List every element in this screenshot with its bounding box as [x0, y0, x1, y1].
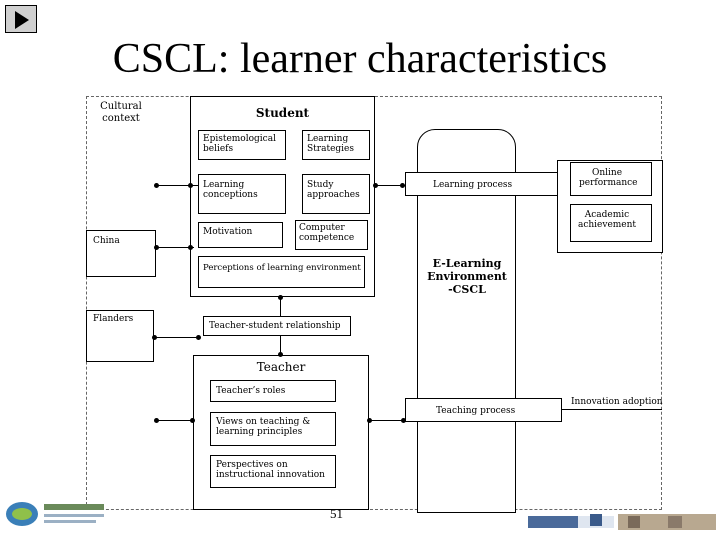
- teacher-roles-box: Teacher’s roles: [210, 380, 336, 402]
- epistemological-label: Epistemological beliefs: [203, 134, 276, 154]
- connector-dot: [196, 335, 201, 340]
- play-button[interactable]: [5, 5, 37, 33]
- computer-competence-box: Computer competence: [295, 220, 368, 250]
- perspectives-label: Perspectives on instructional innovation: [216, 460, 325, 480]
- learning-conceptions-label: Learning conceptions: [203, 180, 258, 200]
- learning-process-label: Learning process: [433, 180, 513, 190]
- connector-line: [156, 420, 194, 421]
- motivation-label: Motivation: [203, 227, 253, 237]
- academic-achievement-box: Academic achievement: [570, 204, 652, 242]
- perceptions-box: Perceptions of learning environment: [198, 256, 365, 288]
- elearning-title: E-Learning Environment -CSCL: [427, 257, 507, 296]
- teaching-process-label: Teaching process: [436, 406, 516, 416]
- perspectives-box: Perspectives on instructional innovation: [210, 455, 336, 488]
- connector-line: [154, 337, 198, 338]
- connector-dot: [188, 245, 193, 250]
- academic-achievement-label: Academic achievement: [577, 210, 637, 230]
- connector-dot: [367, 418, 372, 423]
- connector-line: [156, 247, 194, 248]
- ghent-university-logo-icon: [528, 512, 718, 536]
- motivation-box: Motivation: [198, 222, 283, 248]
- page-number: 51: [330, 506, 343, 521]
- connector-line: [280, 297, 281, 316]
- china-label: China: [93, 236, 120, 246]
- connector-dot: [278, 295, 283, 300]
- teacher-title: Teacher: [256, 360, 306, 374]
- teaching-process-box: Teaching process: [405, 398, 562, 422]
- views-label: Views on teaching & learning principles: [216, 417, 311, 437]
- national-center-logo-icon: [4, 496, 108, 530]
- teacher-roles-label: Teacher’s roles: [216, 386, 286, 396]
- learning-strategies-box: Learning Strategies: [302, 130, 370, 160]
- connector-dot: [278, 352, 283, 357]
- connector-dot: [188, 183, 193, 188]
- flanders-box: Flanders: [86, 310, 154, 362]
- learning-conceptions-box: Learning conceptions: [198, 174, 286, 214]
- perceptions-label: Perceptions of learning environment: [203, 263, 361, 273]
- computer-competence-label: Computer competence: [299, 223, 355, 243]
- learning-process-box: Learning process: [405, 172, 562, 196]
- connector-dot: [373, 183, 378, 188]
- connector-dot: [152, 335, 157, 340]
- study-approaches-box: Study approaches: [302, 174, 370, 214]
- study-approaches-label: Study approaches: [307, 180, 360, 200]
- connector-dot: [190, 418, 195, 423]
- teacher-student-relationship-label: Teacher-student relationship: [209, 321, 341, 331]
- student-title: Student: [255, 106, 310, 120]
- connector-line: [280, 336, 281, 355]
- innovation-adoption-label: Innovation adoption: [571, 397, 663, 407]
- china-box: China: [86, 230, 156, 277]
- views-box: Views on teaching & learning principles: [210, 412, 336, 446]
- connector-dot: [154, 183, 159, 188]
- connector-line: [156, 185, 198, 186]
- online-performance-label: Online performance: [579, 168, 638, 188]
- connector-dot: [401, 418, 406, 423]
- connector-line: [562, 409, 662, 410]
- connector-dot: [154, 418, 159, 423]
- page-title: CSCL: learner characteristics: [112, 36, 608, 82]
- flanders-label: Flanders: [93, 314, 134, 324]
- connector-dot: [154, 245, 159, 250]
- connector-line: [375, 185, 405, 186]
- learning-strategies-label: Learning Strategies: [307, 134, 354, 154]
- teacher-student-relationship-box: Teacher-student relationship: [203, 316, 351, 336]
- play-icon: [15, 11, 29, 29]
- cultural-context-label: Cultural context: [100, 101, 142, 124]
- connector-line: [369, 420, 405, 421]
- connector-dot: [400, 183, 405, 188]
- epistemological-box: Epistemological beliefs: [198, 130, 286, 160]
- online-performance-box: Online performance: [570, 162, 652, 196]
